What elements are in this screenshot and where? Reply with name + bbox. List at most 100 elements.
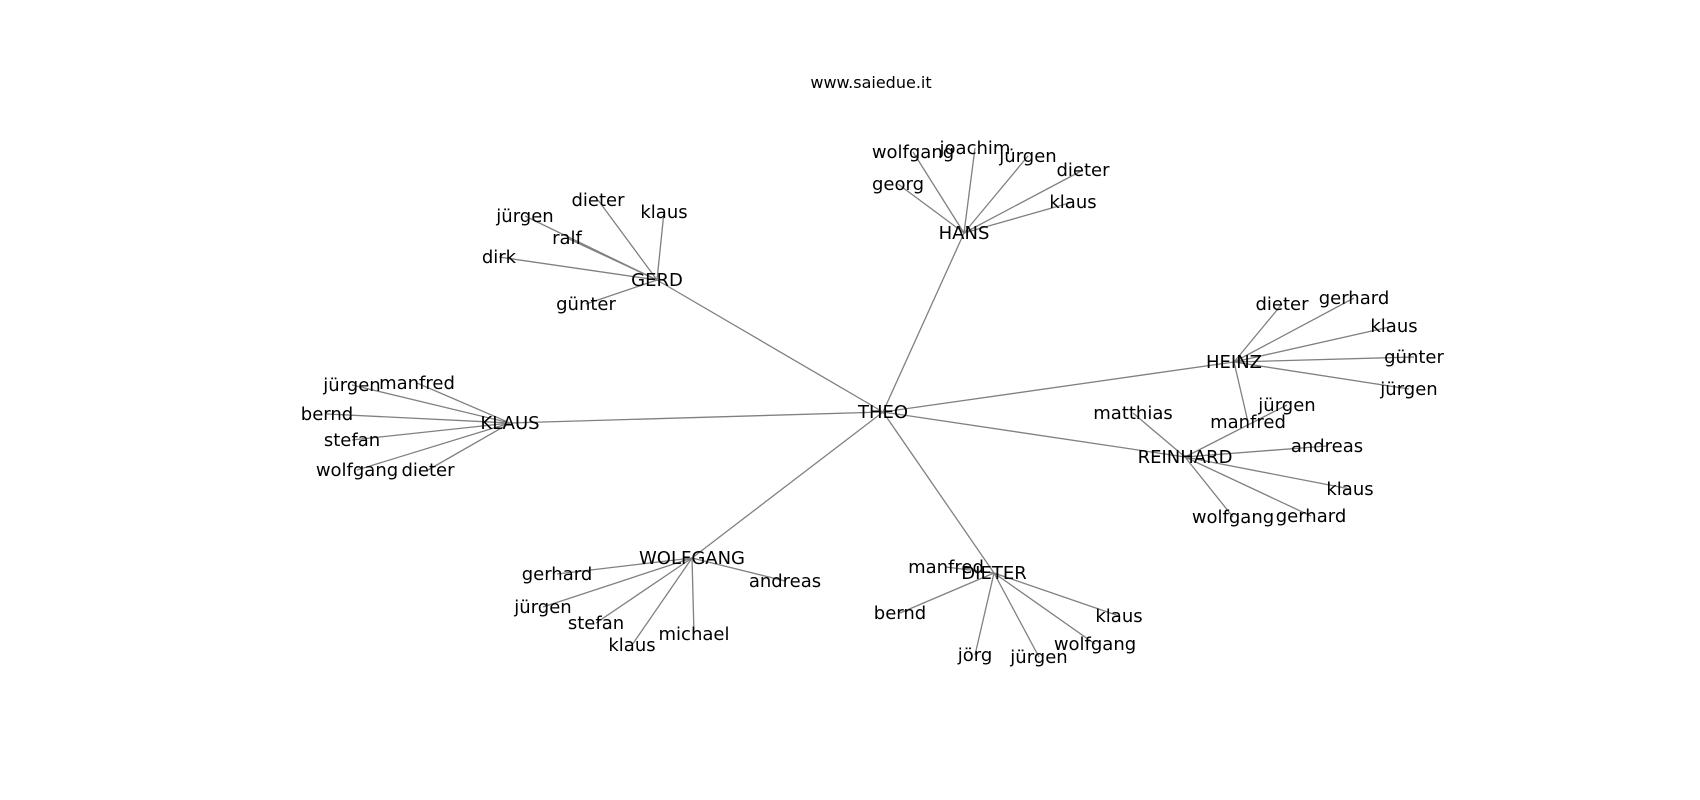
node-hub-heinz: HEINZ: [1206, 352, 1262, 373]
node-leaf-wolfgang-stefan: stefan: [568, 613, 624, 634]
edge-reinhard-wolfgang: [1184, 456, 1234, 518]
node-leaf-hans-dieter: dieter: [1056, 160, 1110, 181]
edge-gerd-dieter: [597, 199, 658, 281]
edge-klaus-juergen: [351, 384, 511, 424]
node-leaf-dieter-joerg: jörg: [957, 645, 993, 666]
edge-reinhard-juergen: [1184, 404, 1288, 458]
node-leaf-dieter-juergen: jürgen: [1009, 647, 1067, 668]
edge-hans-klaus: [963, 201, 1074, 234]
node-leaf-klaus-dieter: dieter: [401, 460, 455, 481]
edge-heinz-gerhard: [1233, 297, 1355, 363]
node-leaf-gerd-dirk: dirk: [482, 247, 517, 268]
edge-klaus-manfred: [416, 382, 511, 424]
edge-wolfgang-klaus: [631, 557, 693, 646]
edge-layer: [326, 147, 1415, 658]
node-leaf-heinz-guenter: günter: [1384, 347, 1444, 368]
edge-gerd-klaus: [656, 211, 665, 281]
node-leaf-heinz-manfred: manfred: [1210, 412, 1286, 433]
node-leaf-dieter-bernd: bernd: [874, 603, 926, 624]
edge-heinz-juergen: [1233, 361, 1410, 390]
edge-theo-dieter: [882, 411, 995, 574]
node-leaf-hans-georg: georg: [872, 174, 924, 195]
node-leaf-wolfgang-andreas: andreas: [749, 571, 821, 592]
node-leaf-reinhard-klaus: klaus: [1326, 479, 1373, 500]
edge-heinz-dieter: [1233, 303, 1283, 363]
node-hub-hans: HANS: [939, 223, 990, 244]
node-leaf-klaus-stefan: stefan: [324, 430, 380, 451]
edge-reinhard-andreas: [1184, 445, 1328, 458]
node-leaf-wolfgang-gerhard: gerhard: [522, 564, 593, 585]
edge-gerd-guenter: [585, 279, 658, 305]
site-watermark: www.saiedue.it: [810, 73, 931, 92]
node-leaf-heinz-gerhard: gerhard: [1319, 288, 1390, 309]
edge-reinhard-klaus: [1184, 456, 1351, 490]
node-leaf-gerd-ralf: ralf: [552, 228, 582, 249]
node-leaf-klaus-wolfgang: wolfgang: [316, 460, 398, 481]
node-leaf-hans-joachim: joachim: [939, 138, 1011, 159]
node-leaf-reinhard-wolfgang: wolfgang: [1192, 507, 1274, 528]
edge-wolfgang-stefan: [595, 557, 693, 624]
node-leaf-hans-klaus: klaus: [1049, 192, 1096, 213]
node-hub-dieter: DIETER: [961, 563, 1026, 584]
node-leaf-gerd-juergen: jürgen: [495, 206, 553, 227]
edge-heinz-manfred: [1233, 361, 1249, 423]
node-leaf-dieter-manfred: manfred: [908, 557, 984, 578]
node-hub-gerd: GERD: [631, 270, 683, 291]
node-leaf-hans-wolfgang: wolfgang: [872, 142, 954, 163]
node-leaf-gerd-dieter: dieter: [571, 190, 625, 211]
edge-theo-klaus: [509, 411, 884, 424]
edge-dieter-juergen: [993, 572, 1040, 658]
edge-hans-georg: [897, 183, 965, 234]
edge-reinhard-gerhard: [1184, 456, 1312, 517]
edge-klaus-bernd: [326, 413, 511, 424]
edge-theo-hans: [882, 232, 965, 413]
edge-wolfgang-michael: [691, 557, 695, 635]
node-leaf-heinz-juergen: jürgen: [1379, 379, 1437, 400]
node-hub-reinhard: REINHARD: [1138, 447, 1233, 468]
edge-dieter-wolfgang: [993, 572, 1096, 645]
node-leaf-reinhard-matthias: matthias: [1093, 403, 1173, 424]
edge-klaus-wolfgang: [356, 422, 511, 471]
edge-heinz-klaus: [1233, 325, 1395, 363]
edge-theo-wolfgang: [691, 411, 884, 559]
edge-wolfgang-andreas: [691, 557, 786, 582]
node-leaf-dieter-klaus: klaus: [1095, 606, 1142, 627]
node-leaf-klaus-manfred: manfred: [379, 373, 455, 394]
edge-wolfgang-juergen: [542, 557, 693, 608]
edge-gerd-ralf: [566, 237, 658, 281]
edge-hans-juergen: [963, 155, 1029, 234]
node-leaf-dieter-wolfgang: wolfgang: [1054, 634, 1136, 655]
node-leaf-gerd-guenter: günter: [556, 294, 616, 315]
edge-theo-reinhard: [882, 411, 1186, 458]
node-leaf-reinhard-andreas: andreas: [1291, 436, 1363, 457]
node-leaf-klaus-juergen: jürgen: [322, 375, 380, 396]
edge-reinhard-matthias: [1132, 412, 1186, 458]
node-leaf-wolfgang-klaus: klaus: [608, 635, 655, 656]
node-leaf-heinz-dieter: dieter: [1255, 294, 1309, 315]
node-leaf-klaus-bernd: bernd: [301, 404, 353, 425]
edge-dieter-klaus: [993, 572, 1120, 617]
edge-hans-wolfgang: [912, 151, 965, 234]
node-leaf-reinhard-gerhard: gerhard: [1276, 506, 1347, 527]
node-hub-wolfgang: WOLFGANG: [639, 548, 745, 569]
node-leaf-wolfgang-michael: michael: [659, 624, 730, 645]
node-leaf-wolfgang-juergen: jürgen: [513, 597, 571, 618]
edge-theo-heinz: [882, 361, 1235, 413]
node-hub-klaus: KLAUS: [480, 413, 539, 434]
edge-heinz-guenter: [1233, 356, 1415, 363]
edge-hans-dieter: [963, 169, 1084, 234]
edge-klaus-stefan: [351, 422, 511, 441]
edge-dieter-manfred: [945, 566, 995, 574]
node-root: THEO: [857, 402, 908, 423]
edge-wolfgang-gerhard: [556, 557, 693, 575]
label-layer: THEOGERDdieterklausjürgenralfdirkgünterH…: [301, 138, 1445, 668]
node-leaf-gerd-klaus: klaus: [640, 202, 687, 223]
edge-dieter-bernd: [899, 572, 995, 614]
edge-gerd-dirk: [498, 256, 658, 281]
node-leaf-hans-juergen: jürgen: [998, 146, 1056, 167]
edge-theo-gerd: [656, 279, 884, 413]
edge-hans-joachim: [963, 147, 976, 234]
node-leaf-reinhard-juergen: jürgen: [1257, 395, 1315, 416]
edge-klaus-dieter: [427, 422, 511, 471]
